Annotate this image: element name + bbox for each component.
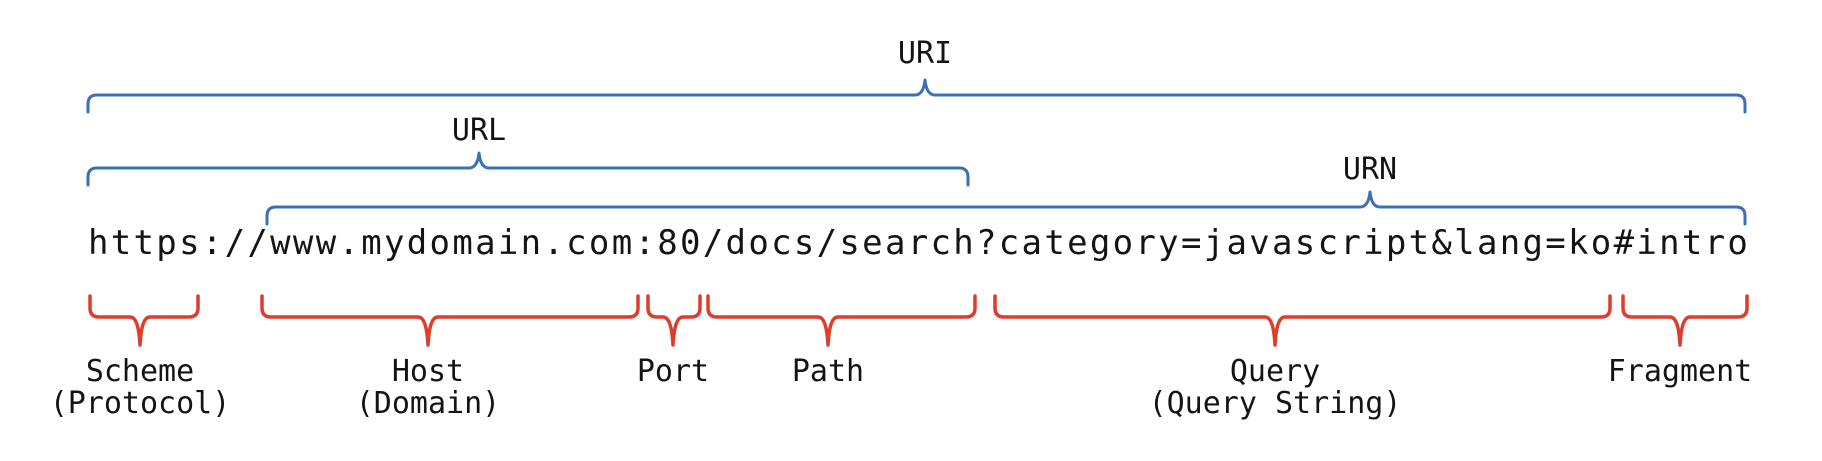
label-path-line1: Path	[791, 354, 865, 389]
label-fragment-line1: Fragment	[1607, 354, 1753, 389]
brace-urn	[265, 190, 1747, 226]
label-fragment: Fragment	[1608, 356, 1753, 388]
label-uri: URI	[897, 36, 953, 71]
brace-port	[646, 294, 702, 347]
brace-host	[260, 294, 640, 347]
brace-url	[86, 151, 970, 187]
label-query: Query (Query String)	[1149, 356, 1402, 420]
brace-path	[706, 294, 977, 347]
label-host-line1: Host	[391, 354, 465, 389]
label-scheme-line2: (Protocol)	[49, 386, 231, 421]
label-scheme-line1: Scheme	[85, 354, 195, 389]
brace-uri	[86, 78, 1747, 114]
label-host: Host (Domain)	[356, 356, 501, 420]
label-port-line1: Port	[636, 354, 710, 389]
label-query-line1: Query	[1229, 354, 1321, 389]
label-scheme: Scheme (Protocol)	[50, 356, 231, 420]
label-query-line2: (Query String)	[1148, 386, 1402, 421]
brace-fragment	[1621, 294, 1749, 347]
url-example-text: https://www.mydomain.com:80/docs/search?…	[88, 223, 1751, 263]
label-port: Port	[637, 356, 709, 388]
brace-scheme	[88, 294, 200, 347]
brace-query	[993, 294, 1612, 347]
label-urn: URN	[1342, 152, 1398, 187]
label-path: Path	[792, 356, 864, 388]
label-url: URL	[451, 113, 507, 148]
label-host-line2: (Domain)	[355, 386, 501, 421]
